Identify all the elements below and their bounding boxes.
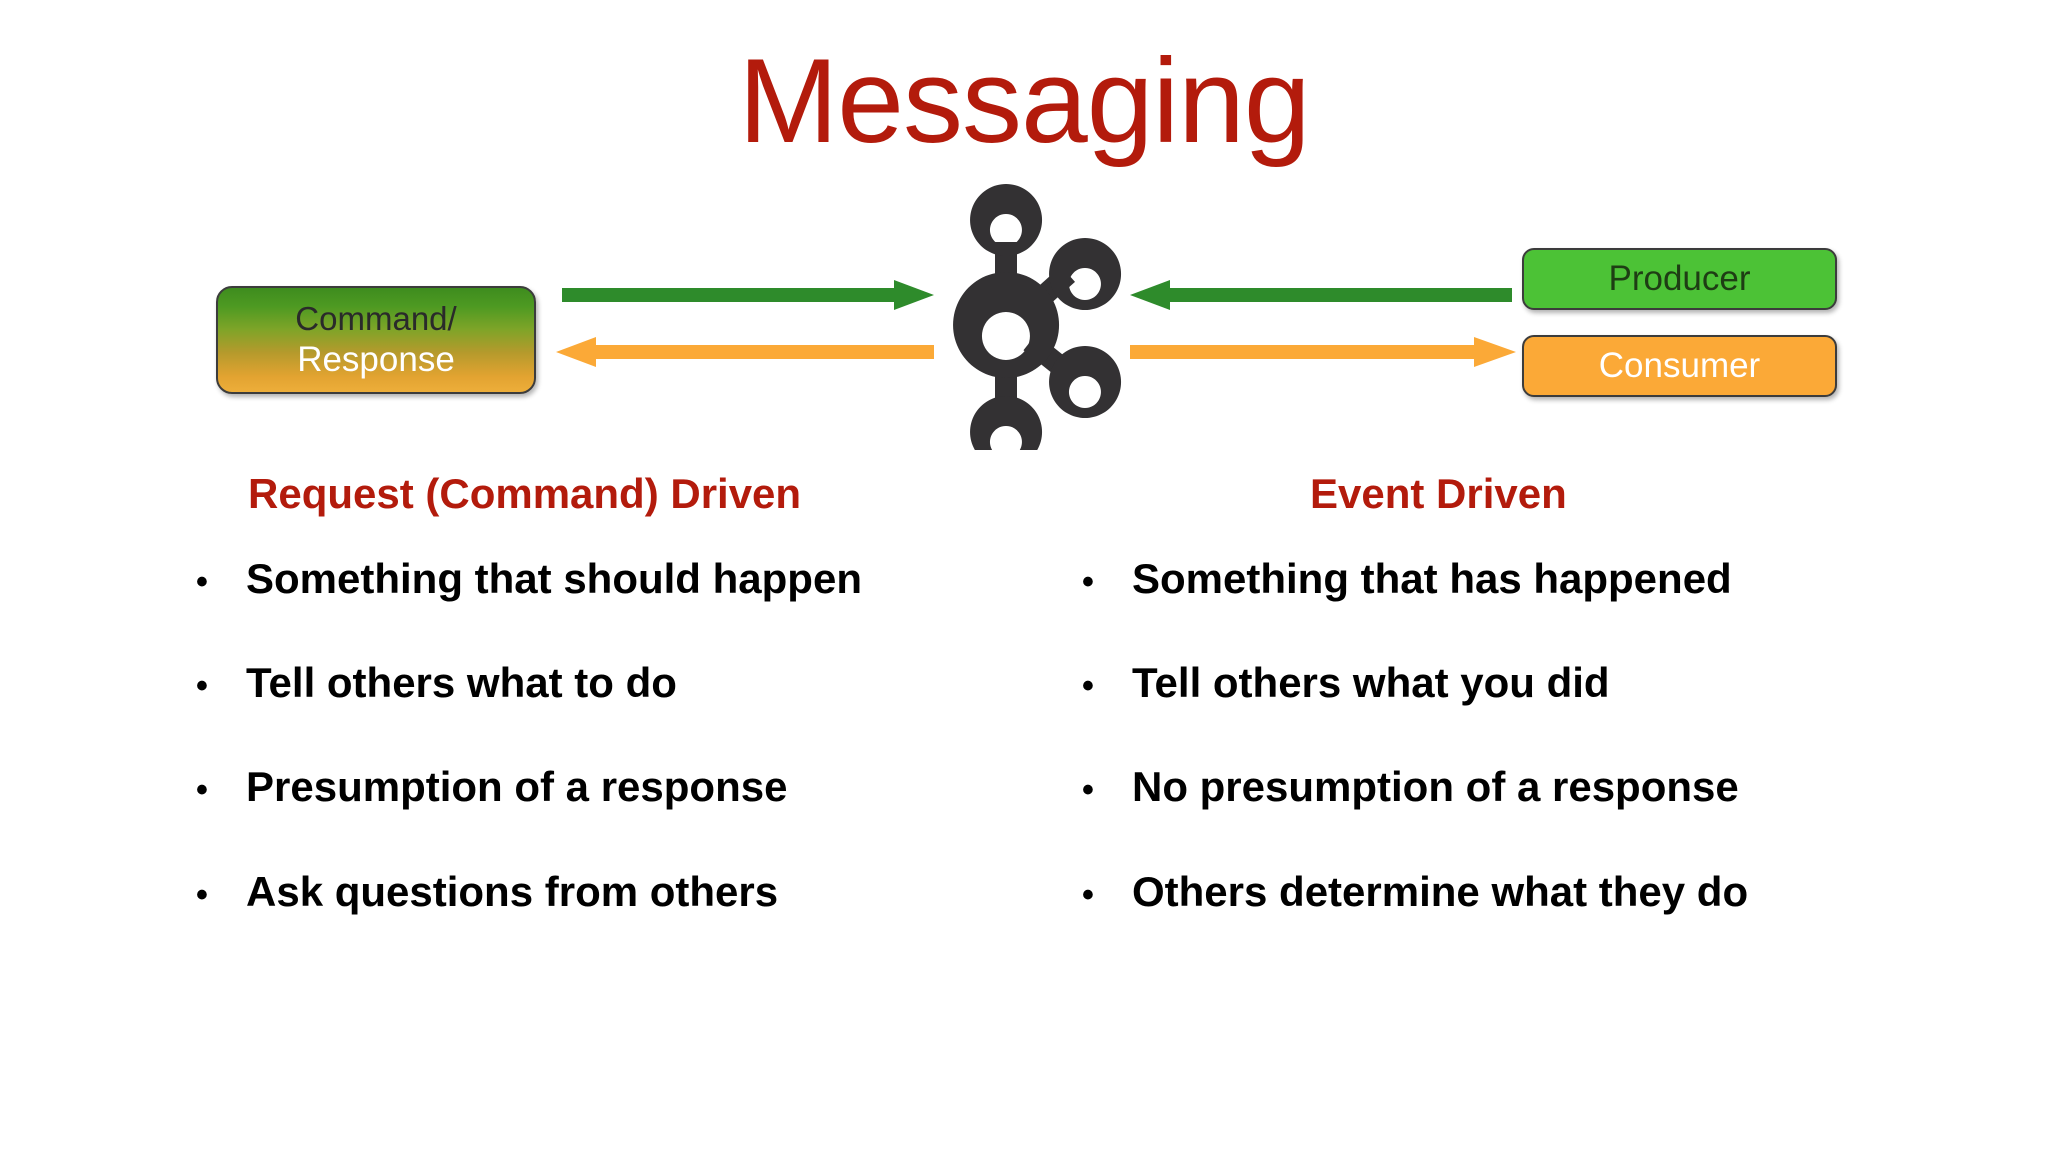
page-title: Messaging xyxy=(738,34,1310,168)
bullet-dot-icon: • xyxy=(196,771,208,810)
list-item-label: No presumption of a response xyxy=(1132,763,1739,811)
consumer-box[interactable]: Consumer xyxy=(1522,335,1837,397)
arrow-shaft xyxy=(562,288,902,302)
arrow-producer-to-broker xyxy=(1130,280,1512,310)
bullet-dot-icon: • xyxy=(196,875,208,914)
arrow-broker-to-consumer xyxy=(1130,337,1520,367)
list-item-label: Tell others what you did xyxy=(1132,659,1610,707)
arrow-head-right-icon xyxy=(1474,337,1516,367)
bullet-dot-icon: • xyxy=(1082,563,1094,601)
list-item: • Something that has happened xyxy=(1082,555,1932,602)
arrow-command-to-broker xyxy=(562,280,934,310)
producer-label: Producer xyxy=(1608,259,1751,298)
response-label: Response xyxy=(297,339,455,379)
arrow-broker-to-response xyxy=(556,337,934,367)
bullet-dot-icon: • xyxy=(1082,875,1094,914)
right-column-heading: Event Driven xyxy=(1310,470,1567,517)
consumer-label: Consumer xyxy=(1598,346,1761,385)
list-item: • No presumption of a response xyxy=(1082,764,1932,810)
messaging-diagram: Command/ Response xyxy=(0,184,2048,470)
arrow-head-right-icon xyxy=(894,280,934,310)
left-column-heading: Request (Command) Driven xyxy=(248,470,802,517)
bullet-dot-icon: • xyxy=(196,563,208,601)
list-item-label: Something that has happened xyxy=(1132,555,1732,602)
arrow-head-left-icon xyxy=(1130,280,1170,310)
list-item: • Ask questions from others xyxy=(196,867,1016,915)
list-item: • Others determine what they do xyxy=(1082,867,1932,915)
left-column-bullets: • Something that should happen • Tell ot… xyxy=(196,555,1016,973)
bullet-dot-icon: • xyxy=(1082,667,1094,706)
bullet-dot-icon: • xyxy=(1082,771,1094,810)
arrow-head-left-icon xyxy=(556,337,596,367)
right-column-bullets: • Something that has happened • Tell oth… xyxy=(1082,555,1932,973)
kafka-logo-icon xyxy=(944,170,1134,450)
command-response-box[interactable]: Command/ Response xyxy=(216,286,536,394)
bullet-dot-icon: • xyxy=(196,667,208,706)
list-item-label: Tell others what to do xyxy=(246,659,677,707)
arrow-shaft xyxy=(1130,345,1480,359)
list-item: • Tell others what you did xyxy=(1082,659,1932,707)
list-item-label: Something that should happen xyxy=(246,555,862,602)
list-item-label: Presumption of a response xyxy=(246,763,788,811)
arrow-shaft xyxy=(1170,288,1512,302)
list-item: • Tell others what to do xyxy=(196,659,1016,707)
list-item: • Something that should happen xyxy=(196,555,1016,602)
producer-box[interactable]: Producer xyxy=(1522,248,1837,310)
command-label: Command/ xyxy=(295,299,457,337)
list-item-label: Others determine what they do xyxy=(1132,867,1749,915)
list-item-label: Ask questions from others xyxy=(246,867,779,915)
arrow-shaft xyxy=(596,345,934,359)
list-item: • Presumption of a response xyxy=(196,764,1016,810)
